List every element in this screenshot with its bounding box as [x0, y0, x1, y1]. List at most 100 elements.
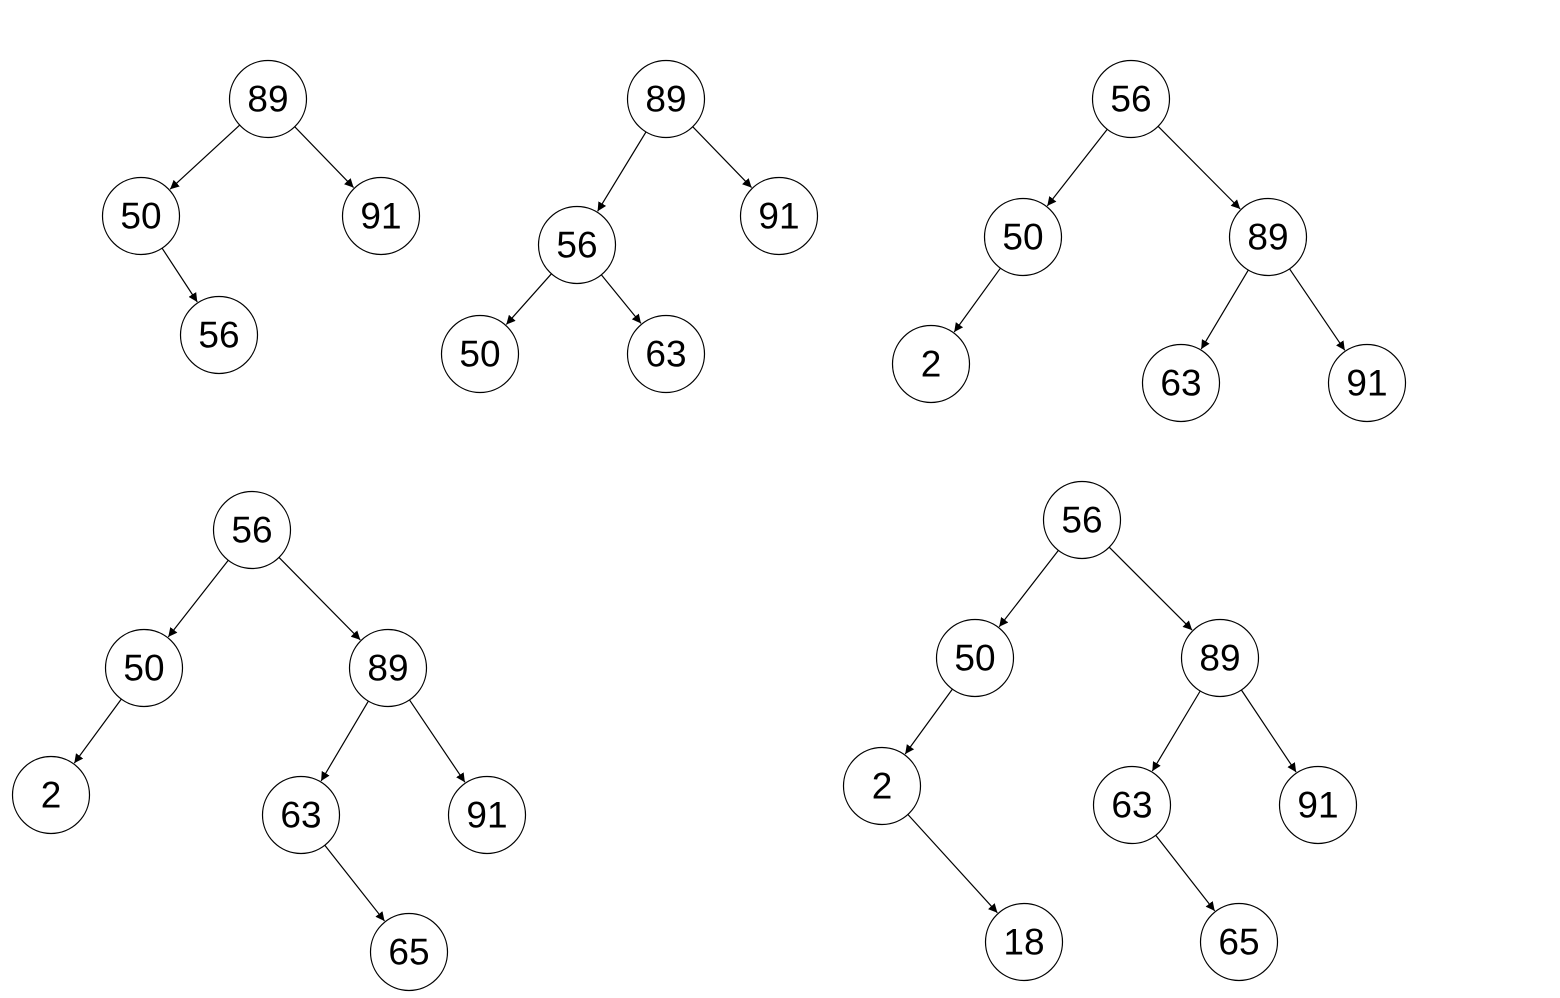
- tree-node-50: 50: [440, 314, 520, 394]
- edge-arrow-89-to-91: [294, 126, 355, 189]
- node-label: 50: [459, 334, 500, 375]
- tree-node-91: 91: [341, 176, 421, 256]
- node-label: 2: [41, 775, 62, 816]
- node-label: 91: [758, 196, 799, 237]
- node-circle: [369, 912, 449, 992]
- node-circle: [11, 755, 91, 835]
- node-circle: [1141, 343, 1221, 423]
- node-label: 91: [360, 196, 401, 237]
- node-circle: [1228, 197, 1308, 277]
- tree-node-50: 50: [104, 628, 184, 708]
- tree-node-89: 89: [228, 59, 308, 139]
- tree-node-2: 2: [842, 746, 922, 826]
- tree-node-50: 50: [101, 176, 181, 256]
- tree-node-91: 91: [1327, 343, 1407, 423]
- tree-node-91: 91: [1278, 765, 1358, 845]
- node-label: 50: [120, 196, 161, 237]
- node-label: 18: [1003, 922, 1044, 963]
- node-circle: [440, 314, 520, 394]
- tree-4-edges: [73, 556, 466, 922]
- tree-node-50: 50: [935, 618, 1015, 698]
- edge-arrow-89-to-63: [320, 700, 369, 782]
- edge-arrow-89-to-56: [597, 131, 647, 212]
- edge-arrow-56-to-89: [1108, 546, 1193, 631]
- node-circle: [626, 59, 706, 139]
- node-circle: [1092, 765, 1172, 845]
- edge-arrow-89-to-63: [1151, 690, 1201, 772]
- node-circle: [1327, 343, 1407, 423]
- node-label: 65: [1218, 922, 1259, 963]
- node-circle: [212, 490, 292, 570]
- node-label: 63: [1160, 363, 1201, 404]
- node-label: 63: [1111, 785, 1152, 826]
- node-label: 91: [1297, 785, 1338, 826]
- tree-node-56: 56: [1042, 480, 1122, 560]
- node-label: 89: [1247, 217, 1288, 258]
- tree-node-56: 56: [179, 295, 259, 375]
- node-label: 63: [280, 795, 321, 836]
- edge-arrow-56-to-50: [505, 273, 552, 325]
- node-label: 56: [198, 315, 239, 356]
- tree-node-89: 89: [626, 59, 706, 139]
- edge-arrow-56-to-89: [1157, 125, 1241, 210]
- tree-node-63: 63: [261, 775, 341, 855]
- tree-2-edges: [505, 126, 753, 325]
- edge-arrow-50-to-2: [904, 688, 953, 755]
- edge-arrow-56-to-50: [167, 559, 229, 638]
- tree-1: 89 50 91 56: [101, 59, 421, 375]
- node-label: 63: [645, 334, 686, 375]
- edge-arrow-50-to-2: [73, 698, 122, 764]
- tree-5: 56 50 89 2 63 91 18 65: [842, 480, 1358, 982]
- node-label: 56: [1061, 500, 1102, 541]
- node-label: 89: [247, 79, 288, 120]
- tree-node-56: 56: [1091, 59, 1171, 139]
- tree-node-89: 89: [1180, 618, 1260, 698]
- node-circle: [447, 775, 527, 855]
- node-circle: [1091, 59, 1171, 139]
- node-circle: [739, 176, 819, 256]
- node-circle: [101, 176, 181, 256]
- tree-node-89: 89: [348, 628, 428, 708]
- node-circle: [1278, 765, 1358, 845]
- edge-arrow-89-to-50: [169, 124, 241, 190]
- tree-node-63: 63: [1092, 765, 1172, 845]
- node-label: 91: [1346, 363, 1387, 404]
- node-circle: [179, 295, 259, 375]
- tree-node-91: 91: [739, 176, 819, 256]
- node-label: 50: [954, 638, 995, 679]
- tree-node-56: 56: [212, 490, 292, 570]
- node-label: 91: [466, 795, 507, 836]
- node-circle: [1180, 618, 1260, 698]
- node-circle: [983, 197, 1063, 277]
- edge-arrow-89-to-91: [409, 699, 466, 783]
- edge-arrow-50-to-2: [953, 267, 1001, 333]
- node-label: 2: [872, 766, 893, 807]
- edge-arrow-63-to-65: [324, 844, 385, 922]
- node-label: 50: [1002, 217, 1043, 258]
- tree-node-65: 65: [1199, 902, 1279, 982]
- node-circle: [341, 176, 421, 256]
- node-label: 89: [645, 79, 686, 120]
- node-circle: [104, 628, 184, 708]
- node-circle: [626, 314, 706, 394]
- node-circle: [348, 628, 428, 708]
- edge-arrow-89-to-91: [1240, 689, 1297, 773]
- tree-node-50: 50: [983, 197, 1063, 277]
- edge-arrow-50-to-56: [161, 247, 198, 303]
- edge-arrow-56-to-89: [278, 556, 361, 641]
- node-label: 89: [1199, 638, 1240, 679]
- node-circle: [1042, 480, 1122, 560]
- tree-node-18: 18: [984, 902, 1064, 982]
- tree-node-63: 63: [626, 314, 706, 394]
- nodes-layer: 89 50 91 56 89 56 91 50 63 56 50 89 2 63 91 56 50 89 2 63 91…: [11, 59, 1407, 992]
- tree-3-edges: [953, 125, 1346, 351]
- edge-arrow-56-to-50: [1046, 128, 1108, 207]
- node-circle: [1199, 902, 1279, 982]
- node-circle: [842, 746, 922, 826]
- edge-arrow-89-to-91: [692, 126, 753, 189]
- node-circle: [261, 775, 341, 855]
- node-label: 65: [388, 932, 429, 973]
